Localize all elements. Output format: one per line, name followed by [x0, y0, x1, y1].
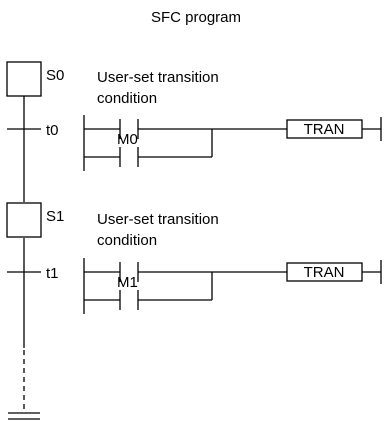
condition-text-line1: User-set transition	[97, 211, 219, 228]
tran-instruction-label: TRAN	[304, 121, 345, 138]
tran-instruction-label: TRAN	[304, 264, 345, 281]
step-box	[6, 202, 42, 238]
transition-label: t0	[46, 122, 59, 139]
contact-label: M0	[117, 131, 138, 148]
contact-label: M1	[117, 274, 138, 291]
transition-label: t1	[46, 265, 59, 282]
step-box	[6, 61, 42, 97]
condition-text-line2: condition	[97, 90, 157, 107]
step-label: S0	[46, 67, 64, 84]
condition-text-line1: User-set transition	[97, 69, 219, 86]
sfc-step-s1: S1 User-set transition condition t1 M1 T…	[6, 202, 382, 314]
step-label: S1	[46, 208, 64, 225]
sfc-step-s0: S0 User-set transition condition t0 M0 T…	[6, 61, 382, 171]
condition-text-line2: condition	[97, 232, 157, 249]
diagram-title: SFC program	[151, 9, 241, 26]
